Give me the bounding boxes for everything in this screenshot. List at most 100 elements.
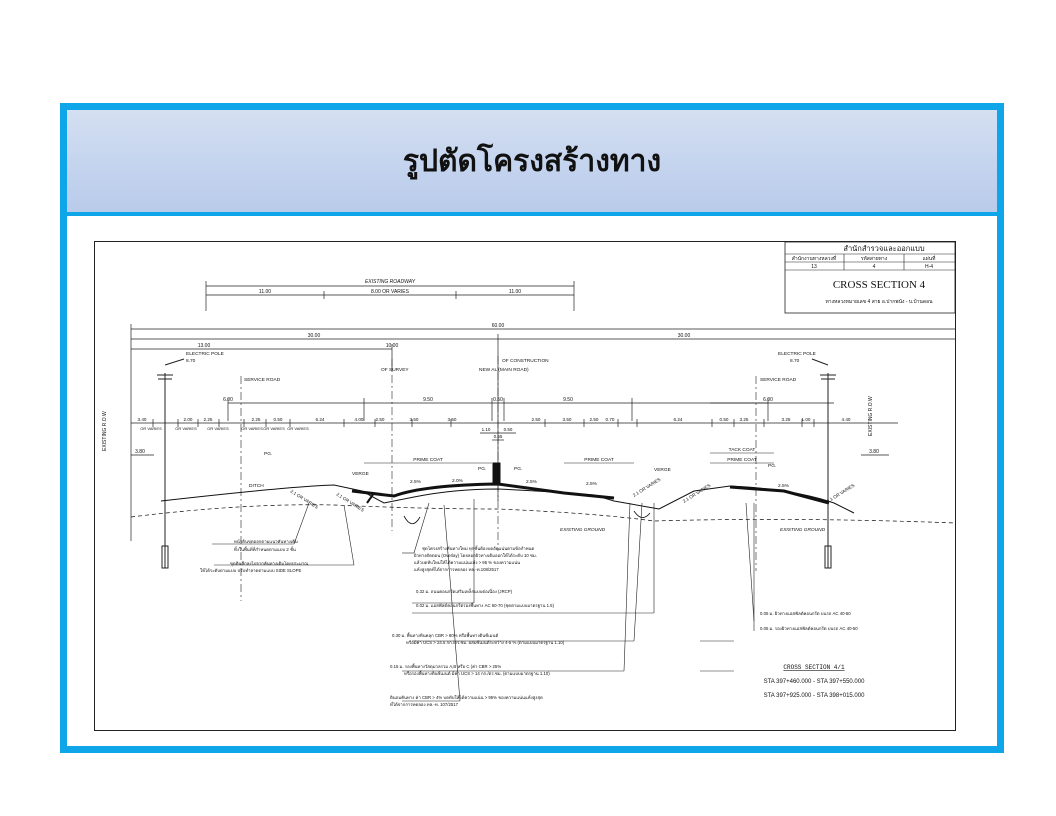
dim-10: 10.00 bbox=[386, 343, 399, 349]
slope-right1: 2.1 OR VARIES bbox=[632, 477, 662, 498]
electric-pole-right bbox=[811, 358, 836, 569]
service-road-right: SERVICE ROAD bbox=[760, 377, 797, 383]
note-3: ชุดโครงสร้างคันทางใหม่ ทุกชั้นต้องบดอัดแ… bbox=[422, 545, 534, 552]
title-block-value-1: 13 bbox=[811, 264, 817, 270]
service-road-left: SERVICE ROAD bbox=[244, 377, 281, 383]
lane-dim-19: 1.00 bbox=[802, 417, 811, 422]
lane-dim-13: 2.50 bbox=[590, 417, 599, 422]
pct-center-r: 2.5% bbox=[526, 479, 538, 485]
slide-title: รูปตัดโครงสร้างทาง bbox=[402, 144, 662, 179]
or-varies-6: OR VARIES bbox=[287, 426, 309, 431]
dim-8-varies: 8.00 OR VARIES bbox=[371, 289, 410, 295]
sta-line-2: STA 397+925.000 - STA 398+015.000 bbox=[764, 693, 866, 699]
note-9b: หรือรองพื้นทางดินซีเมนต์ มีค่า UCS > 14 … bbox=[404, 670, 550, 677]
dim-30-left: 30.00 bbox=[308, 333, 321, 339]
lane-dim-11: 2.50 bbox=[532, 417, 541, 422]
lane-dim-12: 3.50 bbox=[563, 417, 572, 422]
pg-right: PG. bbox=[768, 463, 776, 469]
note-1b: ทิ้งในพื้นที่ที่กำหนดตามแบบ 2 ชั้น bbox=[234, 546, 296, 552]
lane-dimension-row: 3.40 2.00 2.25 2.25 0.50 6.24 4.00 2.50 … bbox=[138, 417, 851, 431]
existing-ground-1: EXISTING GROUND bbox=[560, 527, 606, 533]
dim-050b: 0.50 bbox=[504, 427, 513, 432]
slope-cl: 2.1 OR VARIES bbox=[335, 492, 365, 513]
lane-dim-2: 2.00 bbox=[184, 417, 193, 422]
existing-row-right: EXISTING R.O.W bbox=[868, 396, 874, 436]
prime-coat-1: PRIME COAT bbox=[413, 457, 443, 463]
slope-right2: 2.1 OR VARIES bbox=[682, 483, 712, 504]
existing-row-left: EXISTING R.O.W bbox=[102, 411, 108, 451]
pct-left: 2.5% bbox=[410, 479, 422, 485]
sta-heading: CROSS SECTION 4/1 bbox=[783, 664, 845, 671]
note-6: 0.05 ม. ผิวทางแอสฟัลต์คอนกรีต บนรถ AC 40… bbox=[760, 611, 851, 616]
prime-coat-2: PRIME COAT bbox=[584, 457, 614, 463]
or-varies-2: OR VARIES bbox=[175, 426, 197, 431]
prime-coat-3: PRIME COAT bbox=[727, 457, 757, 463]
dim-ticks bbox=[152, 419, 815, 427]
existing-roadway-label: EXISTING ROADWAY bbox=[365, 279, 416, 285]
pct-right1: 2.5% bbox=[586, 481, 598, 487]
sta-line-1: STA 397+460.000 - STA 397+550.000 bbox=[764, 679, 866, 685]
title-block-header-1: สำนักงานทางหลวงที่ bbox=[792, 255, 836, 262]
lane-dim-8: 2.50 bbox=[376, 417, 385, 422]
note-10b: ที่ได้จากการทดลอง ทล.-ท. 107/2517 bbox=[390, 701, 459, 707]
dim-11-right: 11.00 bbox=[509, 289, 521, 295]
note-2b: ให้ได้ระดับตามแบบ ปรับทำลาดตามแบบ SIDE S… bbox=[200, 568, 301, 573]
cl-survey-label: OF SURVEY bbox=[381, 367, 409, 373]
title-block-value-3: H-4 bbox=[925, 264, 933, 270]
construction-notes: หน้าดินขุดออกตามแนวคันทางเดิม ทิ้งในพื้น… bbox=[200, 539, 858, 707]
cross-section-drawing: สำนักสำรวจและออกแบบ สำนักงานทางหลวงที่ ร… bbox=[94, 241, 956, 731]
lane-dim-15: 6.24 bbox=[674, 417, 683, 422]
tack-coat: TACK COAT bbox=[729, 447, 756, 453]
lane-dim-9: 3.50 bbox=[410, 417, 419, 422]
new-al-label: NEW AL (MAIN ROAD) bbox=[479, 367, 529, 373]
lane-dim-7: 4.00 bbox=[355, 417, 364, 422]
title-block: สำนักสำรวจและออกแบบ สำนักงานทางหลวงที่ ร… bbox=[784, 241, 956, 314]
title-bar: รูปตัดโครงสร้างทาง bbox=[67, 110, 997, 216]
pct-center-l: 2.0% bbox=[452, 478, 464, 484]
note-3b: ผิวทางตัดตอน (Overlay) โดยลอกผิวทางเดิมอ… bbox=[414, 552, 537, 558]
electric-pole-left-label: ELECTRIC POLE bbox=[186, 351, 224, 357]
road-profile bbox=[130, 462, 956, 525]
note-5: 0.02 ม. แอสฟัลต์คอนกรีตรองพื้นทาง AC 60-… bbox=[416, 602, 555, 609]
dim-950-left: 9.50 bbox=[423, 397, 433, 403]
lane-dim-20: 4.40 bbox=[842, 417, 851, 422]
lane-dim-16: 0.50 bbox=[720, 417, 729, 422]
leader-lines bbox=[212, 499, 755, 702]
title-block-header-2: รหัสสายทาง bbox=[861, 256, 888, 262]
dim-600-left: 6.00 bbox=[223, 397, 233, 403]
note-10: ดินถมคันทาง ค่า CBR > 4% บดทับให้ได้ความ… bbox=[390, 695, 543, 701]
note-7: 0.05 ม. รองผิวทางแอสฟัลต์คอนกรีต บนรถ AC… bbox=[760, 626, 858, 631]
note-3c: แล้วบดทับใหม่ให้ได้ความแน่นแห้ง > 95 % ข… bbox=[414, 560, 520, 565]
pg-left: PG. bbox=[264, 451, 272, 457]
title-block-agency: สำนักสำรวจและออกแบบ bbox=[843, 244, 924, 253]
dim-110: 1.10 bbox=[482, 427, 491, 432]
electric-pole-right-label: ELECTRIC POLE bbox=[778, 351, 816, 357]
verge-right: VERGE bbox=[654, 467, 671, 473]
lane-dim-4: 2.25 bbox=[252, 417, 261, 422]
title-block-value-2: 4 bbox=[873, 264, 876, 270]
pg-center: PG. bbox=[478, 466, 486, 472]
dim-380-left: 3.80 bbox=[135, 449, 145, 455]
pg-center2: PG. bbox=[514, 466, 522, 472]
electric-pole-right-dim: 8.70 bbox=[790, 358, 800, 364]
slope-right3: 2.1 OR VARIES bbox=[826, 483, 856, 504]
lane-dim-10: 3.50 bbox=[448, 417, 457, 422]
centerlines bbox=[240, 356, 757, 601]
or-varies-1: OR VARIES bbox=[140, 426, 162, 431]
verge-left: VERGE bbox=[352, 471, 369, 477]
dim-13: 13.00 bbox=[198, 343, 211, 349]
or-varies-3: OR VARIES bbox=[207, 426, 229, 431]
pct-right2: 2.5% bbox=[778, 483, 790, 489]
lane-dim-14: 0.70 bbox=[606, 417, 615, 422]
lane-dim-17: 3.25 bbox=[740, 417, 749, 422]
lane-dim-5: 0.50 bbox=[274, 417, 283, 422]
title-block-header-3: แผ่นที่ bbox=[923, 255, 936, 262]
ditch-label: DITCH bbox=[249, 483, 264, 489]
slide-frame: รูปตัดโครงสร้างทาง สำนักสำรวจและออกแบบ ส… bbox=[60, 103, 1004, 753]
note-8b: หรือมีค่า UCS > 24.5 กก./ตร.ซม. ผสมซีเมน… bbox=[406, 640, 565, 646]
note-4: 0.32 ม. ถนนคอนกรีตเสริมเหล็กแบบต่อเนื่อง… bbox=[416, 587, 513, 594]
dimension-lines bbox=[130, 281, 956, 541]
note-2: ขุดดินลึกลงไปจากคันทางเดิมโดยประมาณ bbox=[230, 560, 308, 567]
or-varies-5: OR VARIES bbox=[263, 426, 285, 431]
note-9: 0.15 ม. รองพื้นทางวัสดุมวลรวม A,B หรือ C… bbox=[390, 663, 501, 670]
